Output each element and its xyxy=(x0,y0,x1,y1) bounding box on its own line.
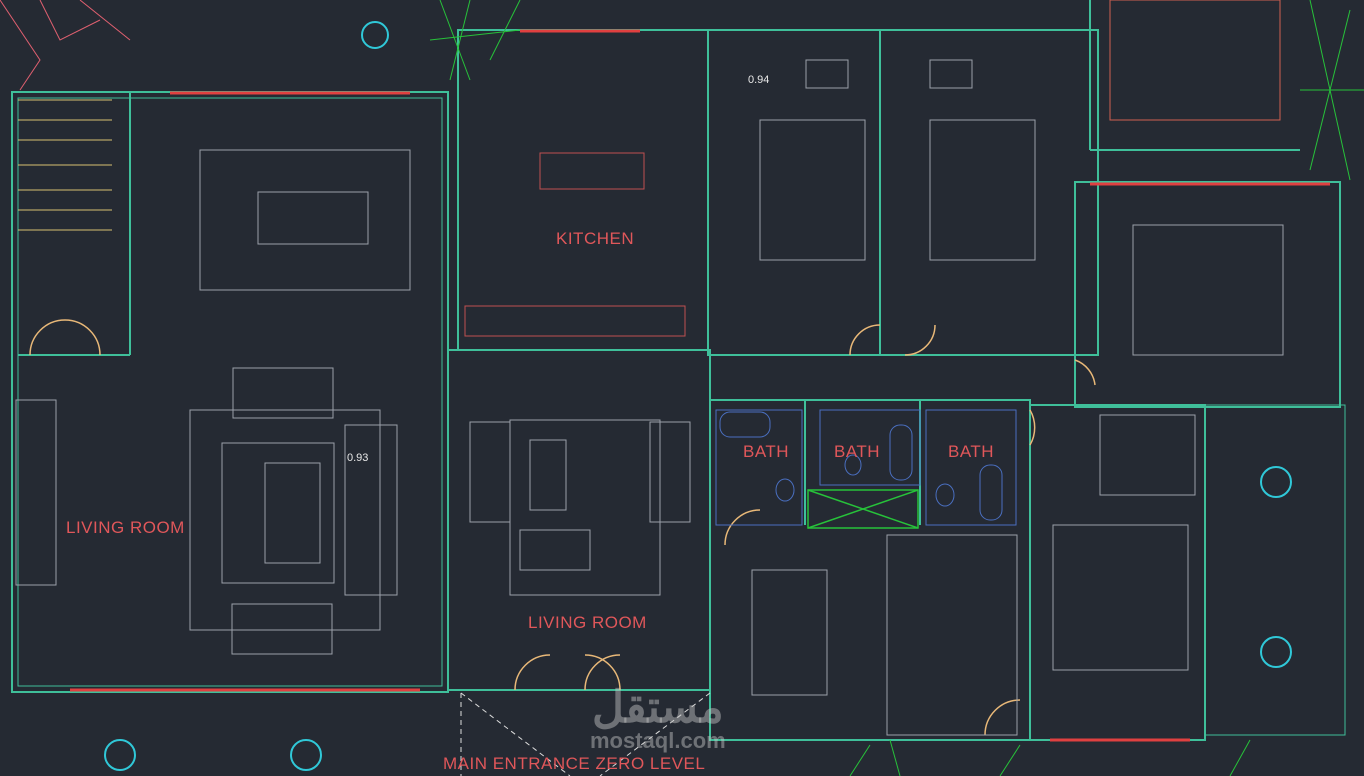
dimension-sofa-gap: 0.93 xyxy=(347,452,369,464)
walls xyxy=(11,0,1346,741)
doors xyxy=(29,319,1096,736)
room-label-kitchen: KITCHEN xyxy=(556,229,635,248)
entrance-lines xyxy=(460,692,711,776)
watermark-logo: مستقل mostaql.com xyxy=(590,683,726,754)
watermark-latin: mostaql.com xyxy=(590,728,726,753)
stairs xyxy=(18,99,112,231)
entrance-label: MAIN ENTRANCE ZERO LEVEL xyxy=(443,754,706,773)
room-label-living-room-center: LIVING ROOM xyxy=(528,613,647,632)
watermark-arabic: مستقل xyxy=(592,683,724,732)
plants xyxy=(429,0,1364,776)
room-label-living-room-left: LIVING ROOM xyxy=(66,518,185,537)
bathrooms xyxy=(715,409,1017,526)
tree xyxy=(0,0,131,91)
furniture xyxy=(15,0,1284,736)
dimension-bedroom-gap: 0.94 xyxy=(748,74,770,86)
windows xyxy=(70,29,1330,742)
room-label-bath-2: BATH xyxy=(834,442,881,461)
room-label-bath-1: BATH xyxy=(743,442,790,461)
room-label-bath-3: BATH xyxy=(948,442,995,461)
outdoor-tables xyxy=(104,21,1292,771)
shaft xyxy=(807,489,919,529)
